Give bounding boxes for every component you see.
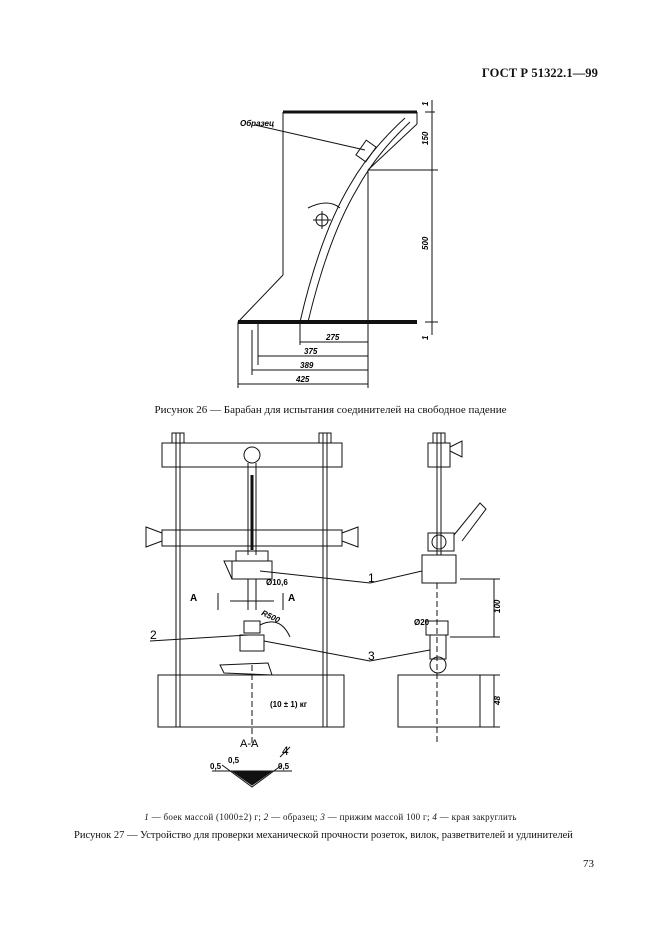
label-r500: R500: [260, 608, 282, 624]
dim-375: 375: [304, 347, 318, 356]
figure-26-drum-drawing: Образец 150 500 1 1 275 375 389 425: [237, 100, 438, 388]
dim-100: 100: [493, 599, 502, 613]
dim-500: 500: [421, 236, 430, 250]
dim-1-bottom: 1: [421, 335, 430, 340]
label-mass: (10 ± 1) кг: [270, 700, 308, 709]
radius-0-5-c: 0,5: [278, 762, 290, 771]
callout-4: 4: [282, 744, 289, 758]
label-dia-20: Ø20: [414, 618, 430, 627]
dim-389: 389: [300, 361, 314, 370]
figure-26-caption: Рисунок 26 — Барабан для испытания соеди…: [154, 404, 507, 416]
section-title: А-А: [240, 738, 259, 750]
dim-425: 425: [295, 375, 310, 384]
callout-3: 3: [368, 649, 375, 663]
section-arrow-a-left: А: [190, 593, 197, 604]
radius-0-5-a: 0,5: [228, 756, 240, 765]
radius-0-5-b: 0,5: [210, 762, 222, 771]
figure-27-legend: 1 — боек массой (1000±2) г; 2 — образец;…: [144, 812, 517, 822]
section-arrow-a-right: А: [288, 593, 295, 604]
label-sample: Образец: [240, 119, 274, 128]
figure-27-apparatus-drawing: А А Ø10,6 R500 Ø20 (10 ± 1) кг 100 48 1 …: [145, 432, 502, 788]
figure-27-caption: Рисунок 27 — Устройство для проверки мех…: [74, 830, 573, 841]
label-dia-10-6: Ø10,6: [266, 578, 288, 587]
dim-275: 275: [325, 333, 340, 342]
page-number: 73: [583, 858, 594, 870]
callout-2: 2: [150, 628, 157, 642]
dim-48: 48: [493, 696, 502, 706]
callout-1: 1: [368, 571, 375, 585]
dim-1-top: 1: [421, 101, 430, 106]
standard-header: ГОСТ Р 51322.1—99: [481, 66, 598, 80]
dim-150: 150: [421, 131, 430, 145]
